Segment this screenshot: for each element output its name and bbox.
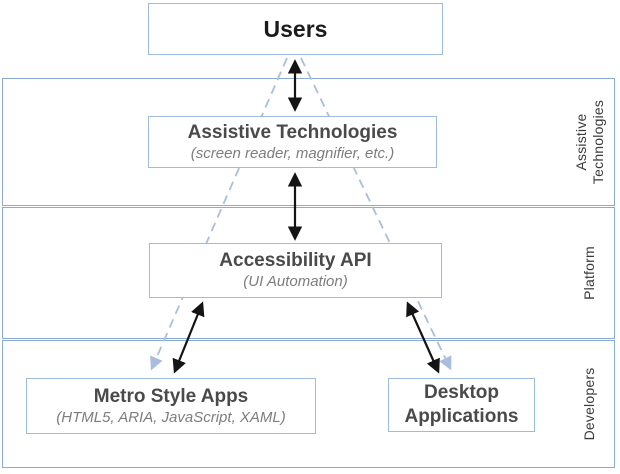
node-metro-style-apps: Metro Style Apps (HTML5, ARIA, JavaScrip… (26, 378, 316, 434)
users-desktop-dashed-arrow (300, 57, 452, 371)
node-assistive-technologies-sublabel: (screen reader, magnifier, etc.) (190, 144, 395, 162)
node-desktop-applications: Desktop Applications (388, 378, 535, 432)
band-developers (2, 340, 615, 468)
api-metro-arrow (172, 301, 205, 374)
api-desktop-arrow (406, 301, 440, 374)
node-assistive-technologies-label: Assistive Technologies (187, 121, 398, 143)
node-accessibility-api-label: Accessibility API (219, 250, 372, 271)
users-metro-dashed-arrow (150, 57, 288, 371)
node-accessibility-api-sublabel: (UI Automation) (243, 273, 348, 290)
node-accessibility-api: Accessibility API (UI Automation) (149, 243, 442, 298)
node-metro-style-apps-label: Metro Style Apps (93, 385, 249, 407)
node-assistive-technologies: Assistive Technologies (screen reader, m… (148, 116, 437, 168)
node-desktop-applications-label: Desktop Applications (404, 382, 519, 427)
node-users-label: Users (263, 16, 328, 42)
node-users: Users (148, 3, 443, 55)
node-metro-style-apps-sublabel: (HTML5, ARIA, JavaScript, XAML) (56, 408, 286, 426)
band-platform (2, 207, 615, 339)
band-assistive-technologies (2, 78, 615, 206)
